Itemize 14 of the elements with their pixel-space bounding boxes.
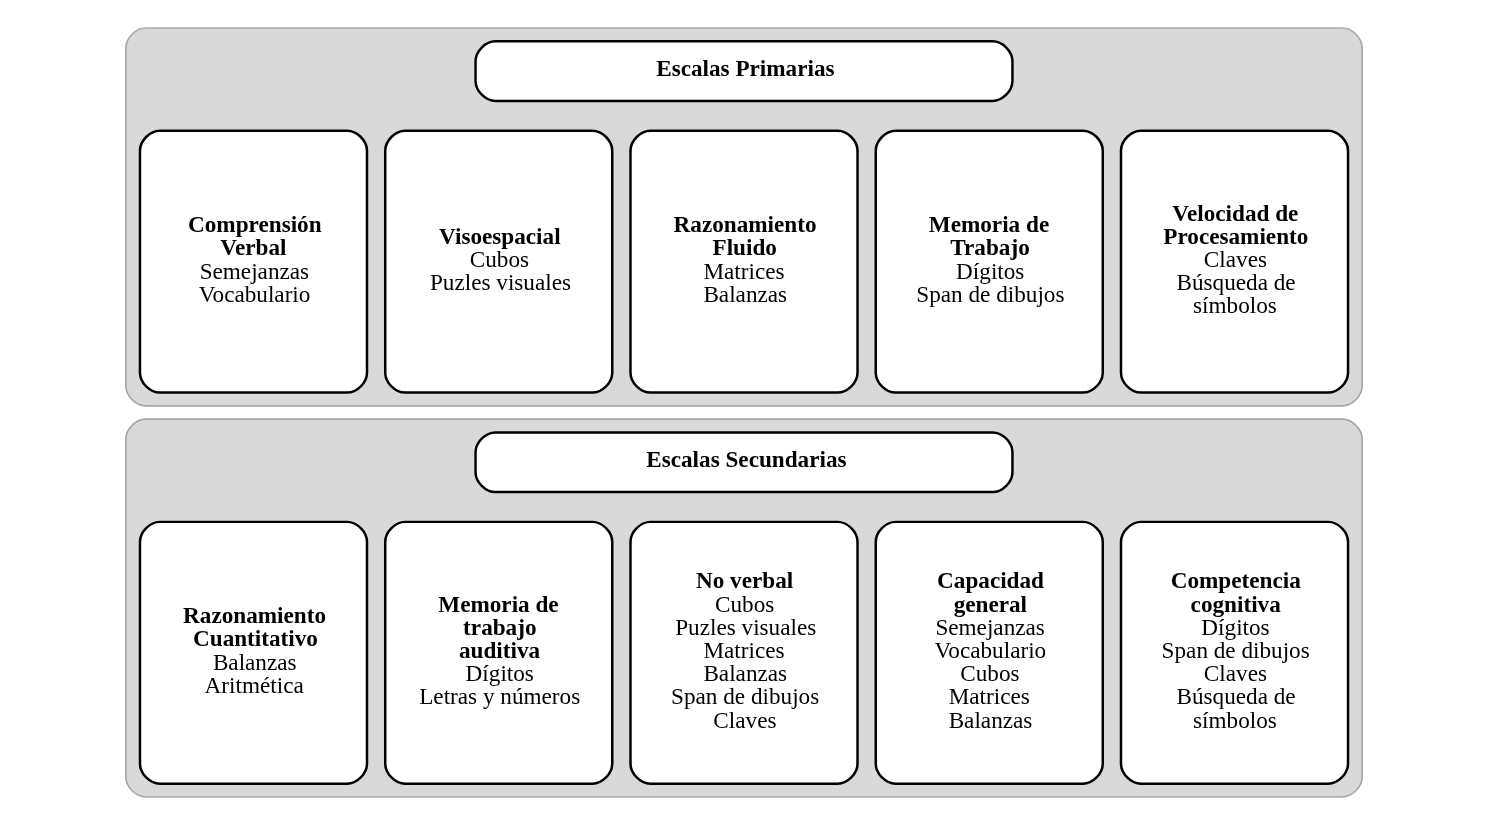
node-box: Memoria de Trabajo Dígitos Span de dibujos: [874, 129, 1104, 394]
cluster: [124, 418, 1363, 798]
node-box: Comprensión Verbal Semejanzas Vocabulario: [138, 129, 368, 394]
node-box: Competencia cognitiva Dígitos Span de dibujos Claves Búsqueda de símbolos: [1119, 520, 1349, 785]
node-box: No verbal Cubos Puzles visuales Matrices Balanzas Span de dibujos Claves: [628, 520, 859, 785]
node-box: Razonamiento Cuantitativo Balanzas Aritmética: [138, 520, 368, 785]
cluster: [124, 27, 1363, 407]
node-box: Escalas Secundarias: [473, 431, 1014, 494]
node-box: Velocidad de Procesamiento Claves Búsqueda de símbolos: [1119, 129, 1349, 394]
node-box: Memoria de trabajo auditiva Dígitos Letras y números: [383, 520, 613, 785]
node-box: Razonamiento Fluido Matrices Balanzas: [628, 129, 859, 394]
node-box: Escalas Primarias: [473, 40, 1014, 103]
node-box: Capacidad general Semejanzas Vocabulario Cubos Matrices Balanzas: [874, 520, 1104, 785]
node-box: Visoespacial Cubos Puzles visuales: [383, 129, 613, 394]
